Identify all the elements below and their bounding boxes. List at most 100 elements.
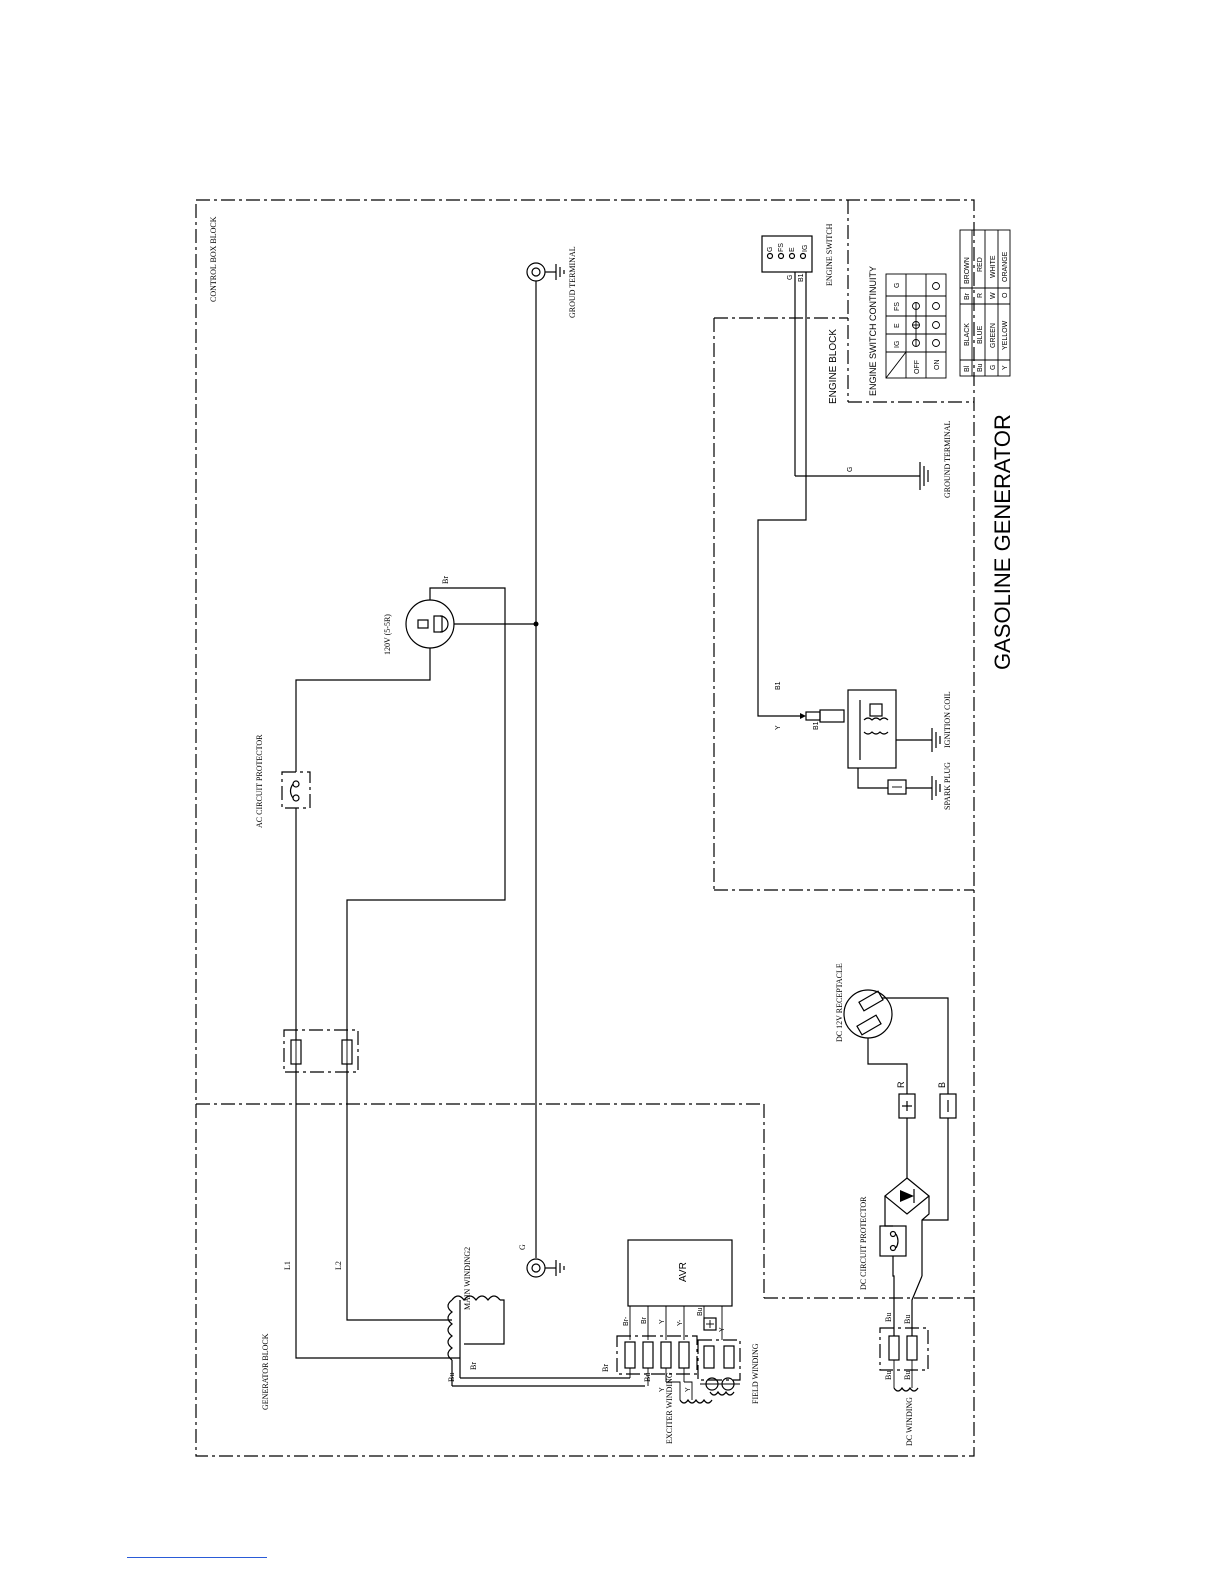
continuity-row-off: OFF (914, 360, 921, 374)
receptacle-l2-wire (346, 624, 506, 1040)
dc-terminal-plus (898, 1093, 916, 1119)
engine-block-label: ENGINE BLOCK (828, 329, 839, 404)
field-winding-label: FIELD WINDING (751, 1343, 760, 1404)
legend-1-3: RED (977, 257, 984, 272)
ground-terminal-engine (919, 462, 929, 490)
block-outlines (195, 199, 975, 1457)
ground-terminal-top-label: GROUD TERMINAL (568, 246, 577, 318)
switch-terminal-e: E (789, 247, 796, 252)
wire-label-br-minus: Br- (623, 1316, 630, 1326)
legend-1-0: Bu (977, 363, 984, 372)
wire-label-br-avr: Br (601, 1364, 610, 1372)
spark-plug-label: SPARK PLUG (943, 762, 952, 810)
spark-plug (857, 768, 941, 800)
wire-label-l1: L1 (283, 1261, 292, 1270)
dc-receptacle (843, 989, 893, 1039)
generator-block-label: GENERATOR BLOCK (261, 1333, 270, 1410)
wire-label-bu-dc3: Bu (884, 1371, 893, 1380)
receptacle-l1-wire (295, 648, 431, 772)
main-winding (447, 1295, 505, 1386)
continuity-header-ig: IG (894, 341, 901, 348)
legend-3-1: YELLOW (1002, 320, 1009, 350)
dc-winding-wire-a (892, 1256, 895, 1336)
diagram-title: GASOLINE GENERATOR (990, 414, 1015, 670)
wire-label-g-switch: G (787, 275, 794, 280)
dc-minus-to-rectifier (922, 1118, 949, 1221)
engine-switch-label: ENGINE SWITCH (825, 223, 834, 286)
rectifier-wire-b (921, 1196, 930, 1276)
dc-circuit-protector-label: DC CIRCUIT PROTECTOR (859, 1196, 868, 1290)
l2-wire-bottom (346, 1064, 452, 1321)
legend-2-1: GREEN (990, 323, 997, 348)
b1-to-coil-wire (757, 476, 807, 717)
continuity-table-title: ENGINE SWITCH CONTINUITY (868, 266, 878, 396)
ground-terminal-bottom (526, 1258, 565, 1278)
legend-0-1: BLACK (964, 323, 971, 346)
field-winding (697, 1339, 741, 1396)
avr-label: AVR (678, 1262, 689, 1282)
wire-label-br-main: Br (469, 1362, 478, 1370)
dc-terminal-minus (939, 1093, 957, 1119)
ac-circuit-protector (281, 771, 311, 809)
legend-2-0: G (990, 365, 997, 370)
switch-terminal-g: G (767, 247, 774, 252)
wire-label-y-avr2: Y (719, 1327, 726, 1332)
dc-winding-wire-b (911, 1275, 923, 1336)
receptacle-120v (405, 599, 455, 649)
wire-label-bu-dc1: Bu (884, 1313, 893, 1322)
exciter-winding (679, 1398, 713, 1404)
receptacle-br-wire (429, 587, 506, 624)
dc-winding-connector (879, 1327, 929, 1392)
continuity-header-g: G (894, 283, 901, 288)
dc-negative-wire (882, 997, 949, 1094)
dc-circuit-protector (879, 1225, 907, 1257)
legend-0-0: Bl (964, 365, 971, 372)
dc-receptacle-label: DC 12V RECEPTACLE (835, 963, 844, 1042)
avr-module (627, 1239, 733, 1307)
legend-1-1: BLUE (977, 325, 984, 344)
wire-label-g-engine: G (847, 467, 854, 472)
ground-terminal-engine-label: GROUND TERMINAL (943, 420, 952, 498)
ac-circuit-protector-label: AC CIRCUIT PROTECTOR (255, 734, 264, 828)
wire-label-y-exc2: Y (685, 1387, 692, 1392)
wire-label-br-top: Br (441, 576, 450, 584)
control-box-block-label: CONTROL BOX BLOCK (209, 216, 218, 302)
wire-label-bu-dc4: Bu (903, 1371, 912, 1380)
exciter-winding-label: EXCITER WINDING (665, 1372, 674, 1444)
ignition-coil-label: IGNITION COIL (943, 691, 952, 748)
legend-2-2: W (990, 292, 997, 299)
wire-label-y-minus: Y- (677, 1319, 684, 1326)
dc-positive-wire (867, 1038, 908, 1094)
wire-label-b1-switch: B1 (798, 273, 805, 282)
wire-label-y-coil: Y (775, 725, 782, 730)
legend-1-2: R (977, 293, 984, 298)
continuity-header-fs: FS (894, 302, 901, 311)
dc-winding-label: DC WINDING (905, 1397, 914, 1446)
switch-b1-wire (795, 272, 807, 477)
wire-label-b: B (937, 1082, 947, 1088)
legend-3-2: O (1002, 292, 1009, 298)
switch-terminal-fs: FS (778, 243, 785, 252)
wire-label-bu-avr: Bu (643, 1373, 652, 1382)
wire-label-y-exc1: Y (659, 1387, 666, 1392)
continuity-row-on: ON (934, 360, 941, 371)
footer-rule (127, 1557, 267, 1558)
engine-switch (761, 235, 813, 273)
color-legend-cells: Bl BLACK Br BROWN Bu BLUE R RED G GREEN … (964, 251, 1009, 372)
rectifier-wire-a (884, 1196, 893, 1227)
legend-3-0: Y (1002, 365, 1009, 370)
wire-label-b1-coil2: B1 (813, 721, 820, 730)
wire-label-g-bottom: G (518, 1244, 527, 1250)
wire-label-bu-main: Bu (447, 1373, 456, 1382)
rectifier-bridge (884, 1177, 930, 1215)
legend-3-3: ORANGE (1002, 251, 1009, 282)
legend-0-3: BROWN (964, 257, 971, 284)
wire-label-y-avr1: Y (659, 1319, 666, 1324)
wire-label-b1-coil: B1 (775, 681, 782, 690)
wire-label-bu-avr2: Bu (697, 1307, 704, 1316)
wire-label-br-avr2: Br (641, 1316, 648, 1324)
ground-terminal-top: GROUD TERMINAL (526, 246, 577, 318)
wire-label-bu-dc2: Bu (903, 1315, 912, 1324)
switch-terminal-ig: IG (802, 245, 809, 252)
